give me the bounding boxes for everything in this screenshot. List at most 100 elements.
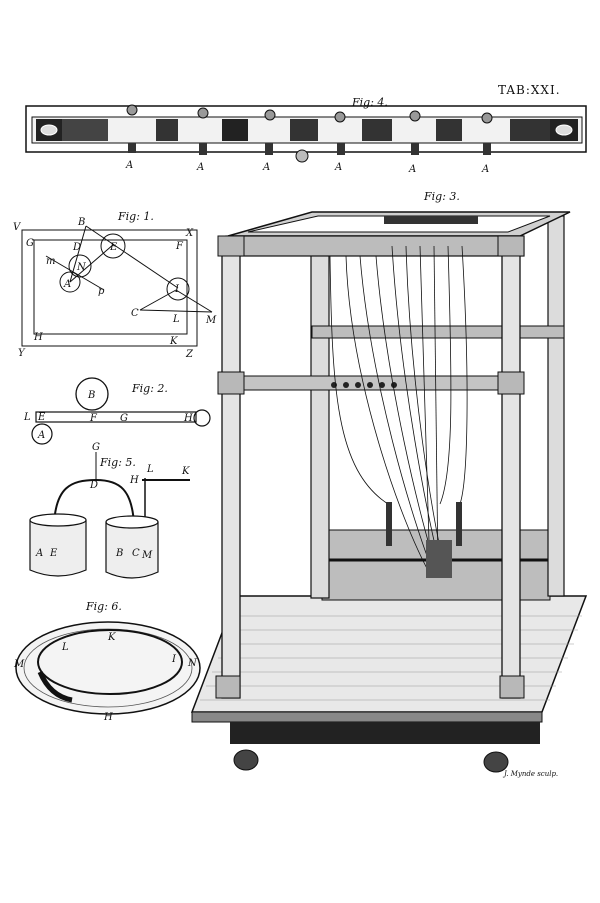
- fig1-circle-e: [100, 233, 126, 259]
- fig4-pin-label: A: [408, 164, 416, 175]
- fig4-knob: [197, 107, 209, 119]
- fig2-ball-h: [193, 409, 211, 427]
- fig1-label: L: [172, 314, 180, 325]
- fig1-line: [139, 289, 177, 311]
- fig1-label: Y: [18, 348, 26, 359]
- fig4-segment: [156, 119, 178, 141]
- fig3-post-foot: [499, 675, 525, 699]
- fig4-left-eye: [40, 124, 58, 136]
- fig3-front-top-rail: [225, 235, 525, 257]
- fig3-back-mid-rail: [311, 325, 565, 339]
- fig3-post-foot: [215, 675, 241, 699]
- fig5-label: L: [146, 464, 154, 475]
- fig4-segment: [436, 119, 462, 141]
- fig4-knob: [334, 111, 346, 123]
- fig5-jar-right: [105, 522, 159, 579]
- fig3-thread: [329, 255, 389, 505]
- fig4-knob: [126, 104, 138, 116]
- fig3-thread: [433, 245, 439, 575]
- fig1-label: F: [175, 241, 184, 252]
- fig1-label: A: [63, 279, 71, 290]
- fig6-ring: [37, 629, 183, 695]
- fig5-caption: Fig: 5.: [99, 456, 136, 469]
- fig3-post-back-left: [310, 213, 330, 599]
- fig4-knob: [264, 109, 276, 121]
- fig3-front-mid-rail: [225, 375, 521, 391]
- engraver-signature: J. Mynde sculp.: [502, 770, 558, 778]
- fig6-plate-rim: [23, 628, 193, 708]
- fig1-label: E: [109, 242, 118, 253]
- fig3-post-cap: [497, 235, 525, 257]
- fig5-label: K: [181, 466, 190, 477]
- fig6-label: M: [13, 659, 25, 670]
- fig4-segment: [222, 119, 248, 141]
- fig4-caption: Fig: 4.: [351, 96, 388, 109]
- fig3-weight-cluster: [426, 540, 452, 578]
- fig3-post-block: [497, 371, 525, 395]
- fig3-base-edge: [191, 711, 543, 723]
- fig4-pin-label: A: [262, 162, 270, 173]
- fig2-ball-b: [75, 377, 109, 411]
- fig1: Fig: 1. V B X G F D E m N A p I L C M: [13, 210, 217, 360]
- fig1-outer-frame: [21, 229, 198, 347]
- fig3-weight: [386, 502, 392, 546]
- fig5-label: A: [35, 548, 43, 559]
- fig6-label: L: [61, 642, 69, 653]
- fig3-post-block: [217, 371, 245, 395]
- fig1-label: X: [185, 228, 194, 239]
- fig4-pin-label: A: [334, 162, 342, 173]
- fig1-label: N: [76, 262, 87, 273]
- fig1-inner-frame: [33, 239, 188, 335]
- fig3-thread: [419, 245, 431, 575]
- fig1-line: [139, 309, 213, 313]
- fig4-pin-label: A: [196, 162, 204, 173]
- fig2-label: F: [89, 413, 98, 424]
- fig5-label: C: [132, 548, 140, 559]
- fig3-thread: [439, 245, 452, 505]
- fig2-label: A: [37, 430, 45, 441]
- fig1-label: Z: [185, 349, 194, 360]
- fig4-right-eye: [555, 124, 573, 136]
- fig1-label: M: [205, 315, 217, 326]
- fig3-post-front-left: [221, 245, 241, 699]
- fig5-jar-left: [29, 520, 87, 577]
- fig4-segment: [290, 119, 318, 141]
- fig4-bead: [295, 149, 309, 163]
- fig2-label: H: [183, 413, 193, 424]
- fig3-weight: [456, 502, 462, 546]
- fig2-rod: [35, 411, 197, 423]
- fig1-label: V: [13, 222, 22, 233]
- fig5-label: B: [115, 548, 123, 559]
- fig4-knob: [481, 112, 493, 124]
- fig4-pin-label: A: [125, 160, 133, 171]
- fig6-label: H: [103, 712, 113, 723]
- fig4-pin: [199, 143, 207, 155]
- fig4-segment: [62, 119, 108, 141]
- fig5-label: G: [92, 442, 100, 453]
- fig3-thread: [459, 245, 468, 505]
- fig3-top-slot-bar: [384, 216, 478, 224]
- fig1-label: I: [174, 284, 180, 295]
- fig5-jar-left-rim: [29, 513, 87, 527]
- fig6: Fig: 6. K L I M N H: [13, 600, 201, 723]
- fig3-base-apron: [230, 722, 540, 744]
- fig4-pin: [483, 143, 491, 155]
- fig4: Fig: 4.: [25, 96, 587, 175]
- fig3-caption: Fig: 3.: [423, 190, 460, 203]
- fig5-jar-right-rim: [105, 515, 159, 529]
- fig4-segment: [510, 119, 550, 141]
- fig1-label: m: [46, 256, 55, 267]
- fig1-circle-a: [59, 271, 81, 293]
- fig2-caption: Fig: 2.: [131, 382, 168, 395]
- fig6-caption: Fig: 6.: [85, 600, 122, 613]
- fig4-pin-label: A: [481, 164, 489, 175]
- fig2-label: G: [120, 413, 128, 424]
- fig2: Fig: 2. B L E F G H A: [23, 377, 211, 445]
- fig4-pin: [265, 143, 273, 155]
- fig6-label: N: [187, 658, 198, 669]
- fig3-thread: [345, 255, 431, 575]
- fig5-label: E: [49, 548, 58, 559]
- fig3: Fig: 3.: [190, 190, 588, 773]
- fig6-ring-weight: [37, 670, 73, 703]
